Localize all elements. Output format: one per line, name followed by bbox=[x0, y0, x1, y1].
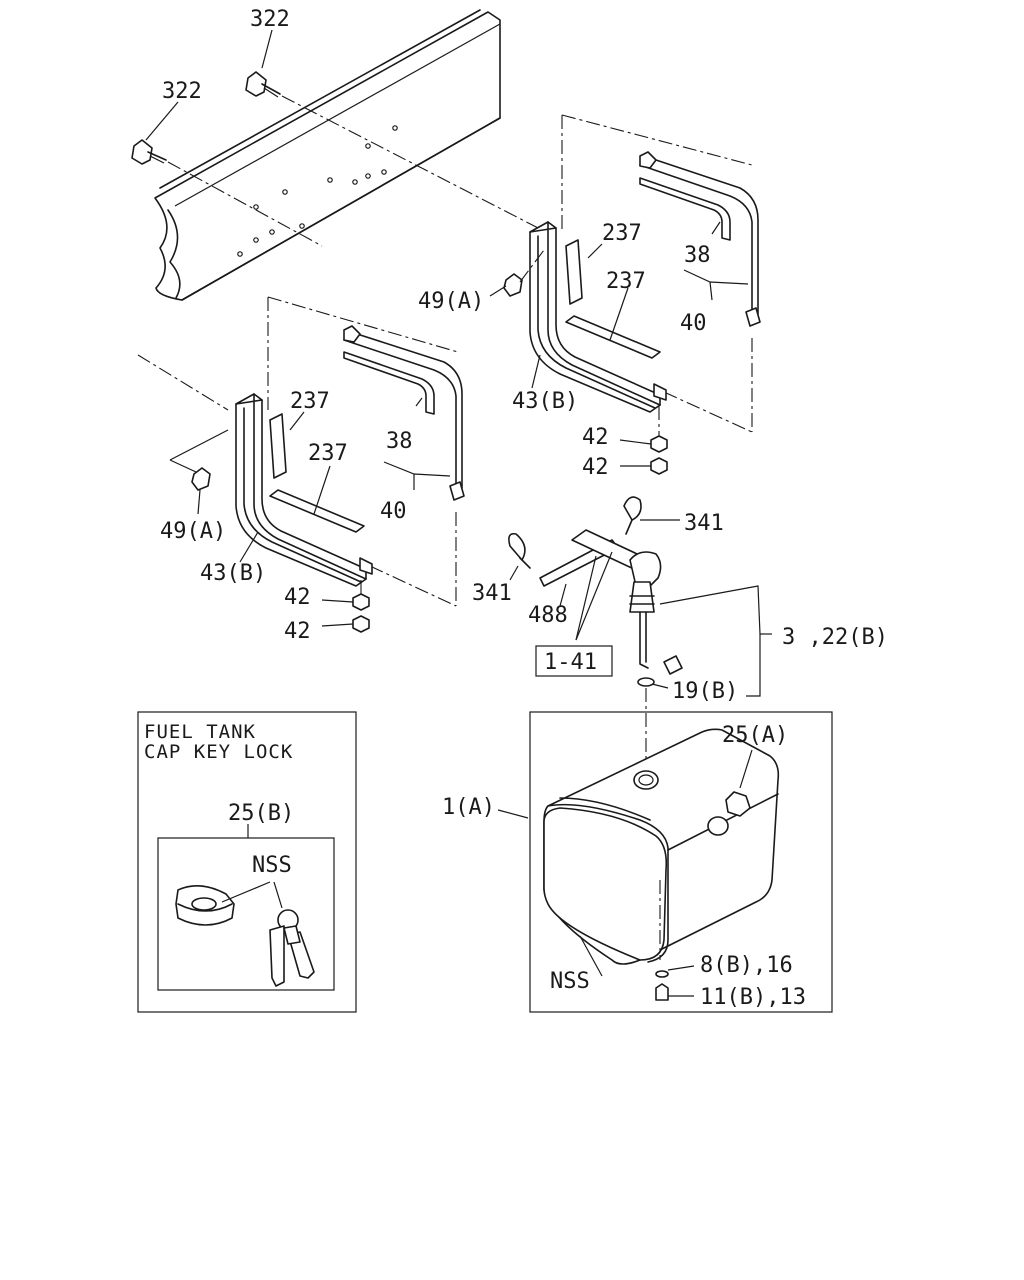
sender-unit-group bbox=[508, 496, 772, 770]
label-nut-42-rb-2: 42 bbox=[582, 455, 609, 480]
inset-inner-frame bbox=[157, 837, 335, 991]
keys bbox=[269, 881, 315, 987]
label-fuel-tank-1a: 1(A) bbox=[442, 795, 495, 820]
label-bolt-322-left: 322 bbox=[162, 79, 202, 104]
label-gasket-19b: 19(B) bbox=[672, 679, 738, 704]
label-nut-49a-rb: 49(A) bbox=[418, 289, 484, 314]
label-pad-237-rb-lower: 237 bbox=[606, 269, 646, 294]
inset-title-line2: CAP KEY LOCK bbox=[144, 741, 293, 763]
label-pad-237-rb-upper: 237 bbox=[602, 221, 642, 246]
label-strap-assy-40-lf: 40 bbox=[380, 499, 407, 524]
bolt-322-top bbox=[245, 71, 281, 98]
label-pad-237-lf-upper: 237 bbox=[290, 389, 330, 414]
label-strap-assy-40-rb: 40 bbox=[680, 311, 707, 336]
fuel-tank-frame bbox=[529, 711, 833, 1013]
label-tank-nss: NSS bbox=[550, 969, 590, 994]
fuel-cap bbox=[175, 881, 271, 926]
label-hose-488: 488 bbox=[528, 603, 568, 628]
label-keys-nss: NSS bbox=[252, 853, 292, 878]
label-filler-cap-25a: 25(A) bbox=[722, 723, 788, 748]
label-bracket-43b-rb: 43(B) bbox=[512, 389, 578, 414]
label-bolt-322-top: 322 bbox=[250, 7, 290, 32]
label-strap-38-rb: 38 bbox=[684, 243, 711, 268]
label-cap-25b: 25(B) bbox=[228, 801, 294, 826]
inset-frame bbox=[137, 711, 357, 1013]
callout-labels: 322 322 237 237 38 40 49(A) 43(B) 42 42 … bbox=[144, 7, 888, 1010]
label-nut-42-rb-1: 42 bbox=[582, 425, 609, 450]
label-clip-341-left: 341 bbox=[472, 581, 512, 606]
label-nut-42-lf-2: 42 bbox=[284, 619, 311, 644]
bracket-assembly-right bbox=[489, 114, 761, 475]
label-nut-42-lf-1: 42 bbox=[284, 585, 311, 610]
bolt-322-left bbox=[131, 139, 167, 165]
label-pad-237-lf-lower: 237 bbox=[308, 441, 348, 466]
label-sender-unit: 3 ,22(B) bbox=[782, 625, 888, 650]
label-clip-341-right: 341 bbox=[684, 511, 724, 536]
label-nut-49a-lf: 49(A) bbox=[160, 519, 226, 544]
frame-rail bbox=[154, 9, 501, 301]
label-drain-plug: 11(B),13 bbox=[700, 985, 806, 1010]
label-drain-washer: 8(B),16 bbox=[700, 953, 793, 978]
label-bracket-43b-lf: 43(B) bbox=[200, 561, 266, 586]
fuel-tank bbox=[497, 728, 780, 1001]
bracket-assembly-left bbox=[137, 296, 465, 633]
label-strap-38-lf: 38 bbox=[386, 429, 413, 454]
label-ref-box: 1-41 bbox=[544, 650, 597, 675]
inset-title-line1: FUEL TANK bbox=[144, 721, 256, 743]
